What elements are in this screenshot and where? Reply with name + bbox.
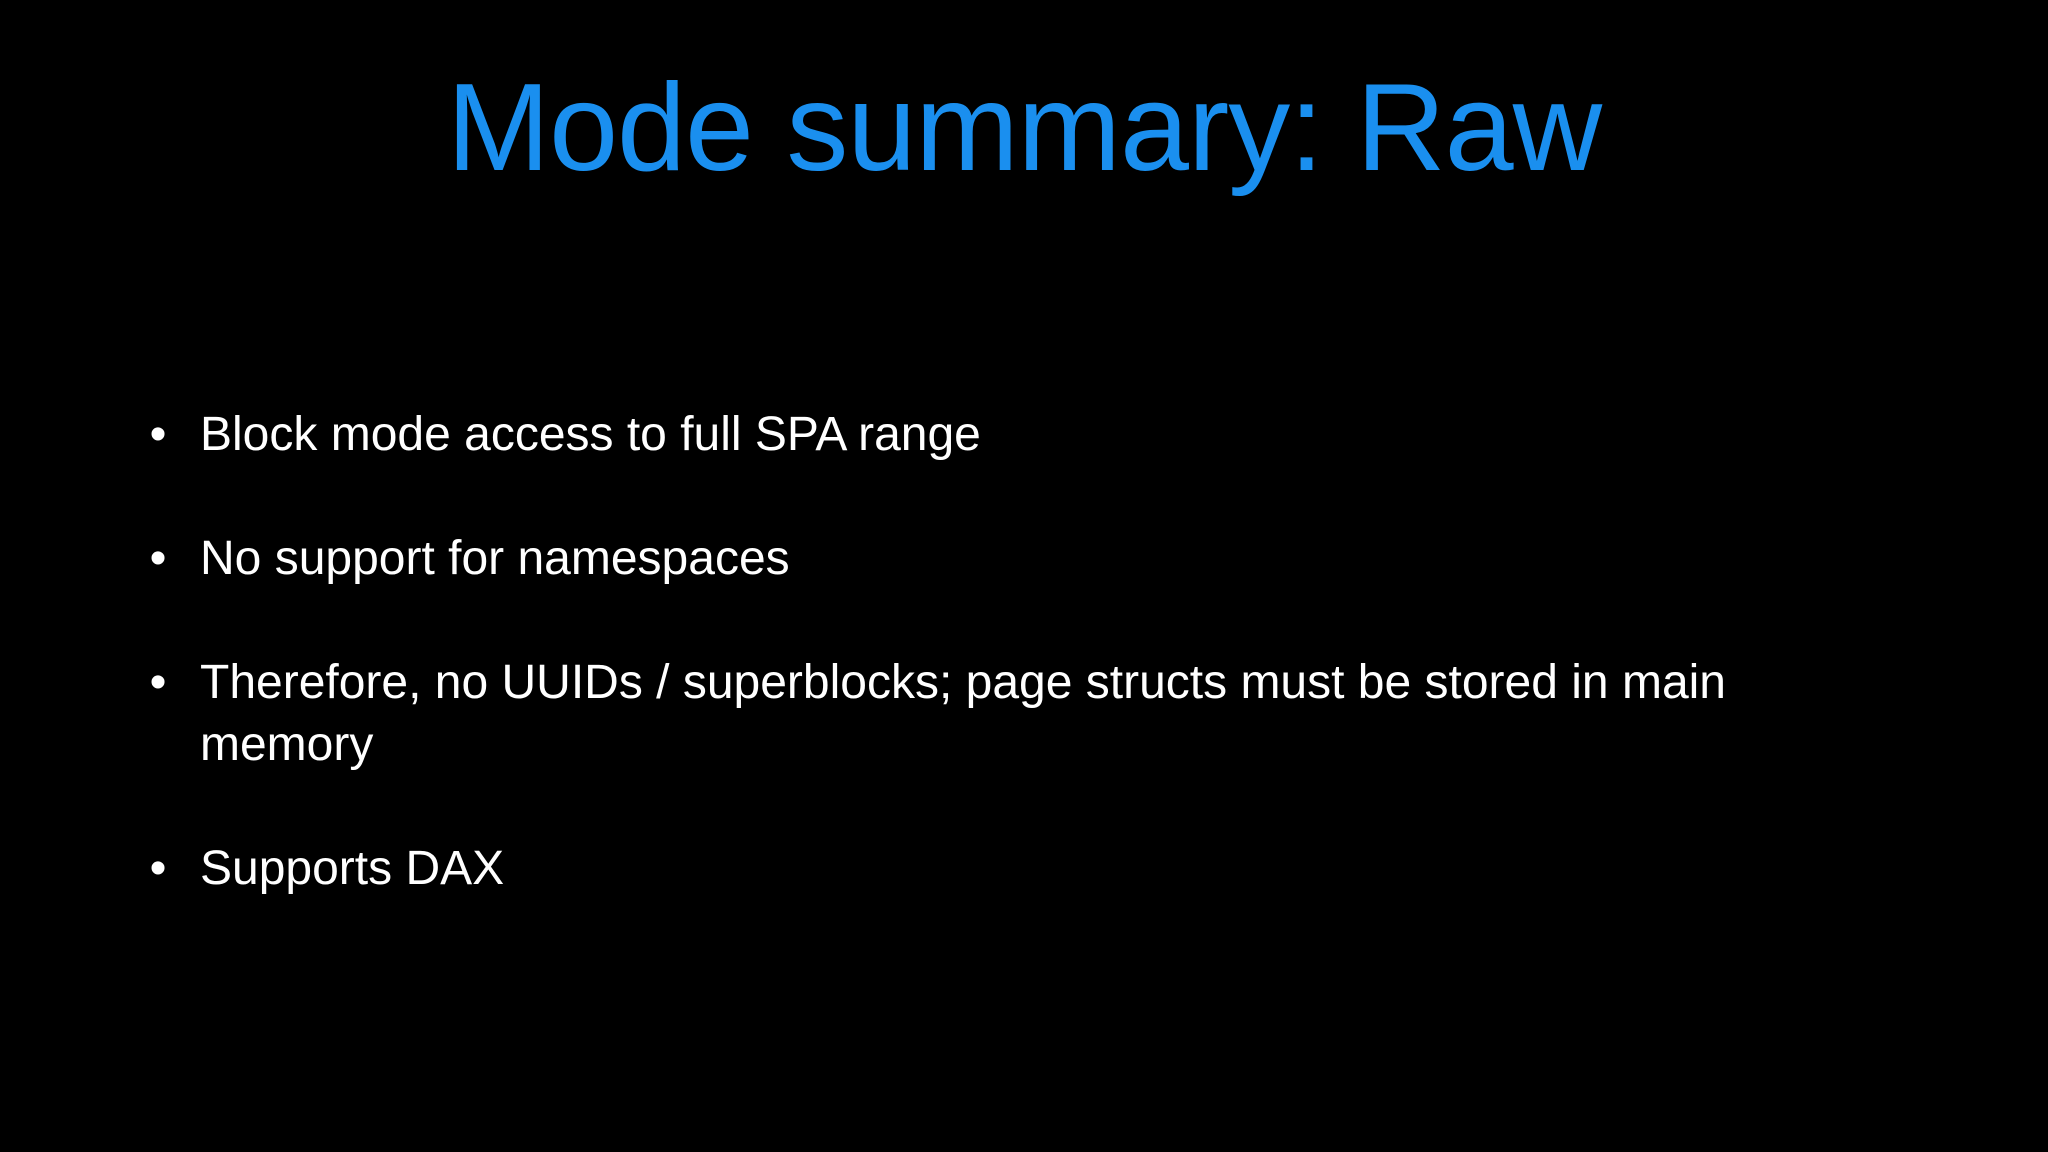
bullet-text: Block mode access to full SPA range [200,408,981,461]
bullet-icon: • [149,408,167,461]
slide-title: Mode summary: Raw [446,59,1602,197]
bullet-item: • Supports DAX [146,838,1906,900]
bullet-icon: • [149,656,167,709]
bullet-text: Supports DAX [200,842,505,895]
bullet-text: Therefore, no UUIDs / superblocks; page … [200,656,1726,771]
bullet-item: • Therefore, no UUIDs / superblocks; pag… [146,652,1906,776]
bullet-item: • No support for namespaces [146,528,1906,590]
bullet-item: • Block mode access to full SPA range [146,404,1906,466]
bullet-icon: • [149,842,167,895]
bullet-icon: • [149,532,167,585]
bullet-text: No support for namespaces [200,532,790,585]
bullet-list: • Block mode access to full SPA range • … [146,404,1906,900]
